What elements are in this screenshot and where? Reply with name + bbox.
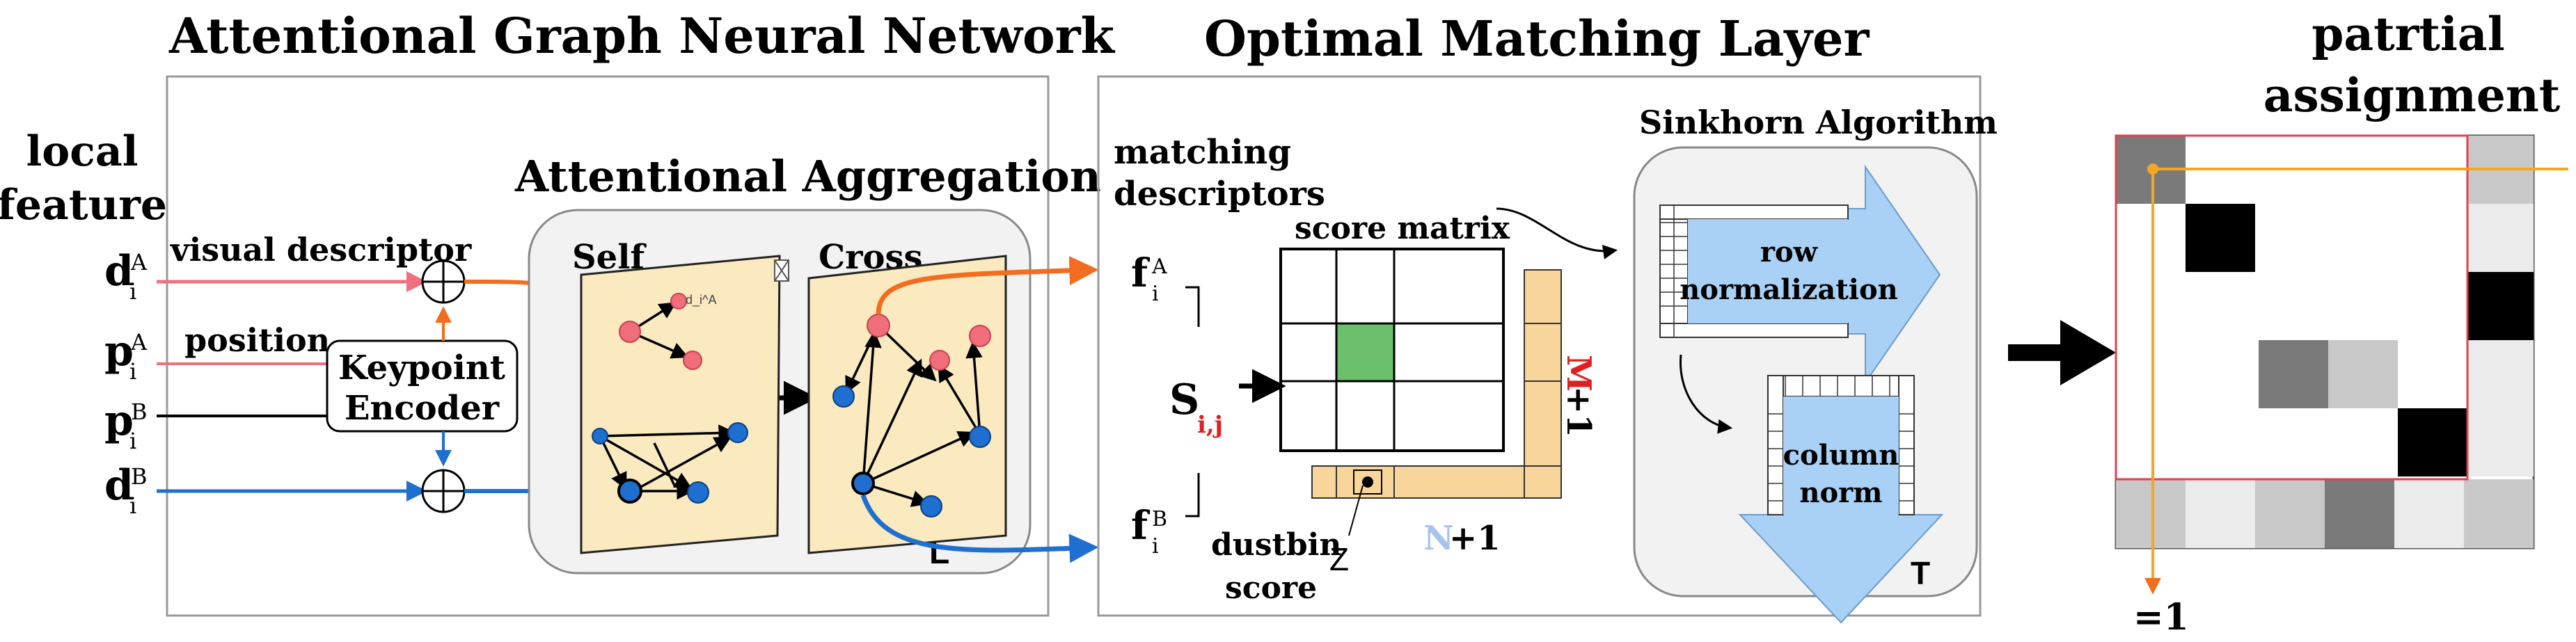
input-d-a: d A i — [104, 247, 148, 305]
input-p-a-base: p — [104, 327, 134, 376]
input-p-b: p B i — [104, 396, 148, 454]
position-label: position — [184, 321, 330, 359]
bracket-bottom — [1185, 473, 1200, 517]
input-d-a-base: d — [104, 247, 134, 296]
input-d-a-sub: i — [129, 278, 136, 305]
m-label: M — [1559, 355, 1598, 392]
input-d-b-base: d — [104, 461, 134, 510]
sum-label: =1 — [2133, 596, 2189, 639]
keypoint-encoder-label-line1: Keypoint — [338, 348, 505, 387]
cross-graph — [832, 314, 991, 517]
n-suffix: +1 — [1449, 519, 1501, 558]
row-normalization-arrow — [1659, 164, 1941, 385]
row-normalization-line1: row — [1760, 236, 1819, 268]
visual-descriptor-label: visual descriptor — [170, 231, 472, 268]
matching-title: Optimal Matching Layer — [1204, 10, 1870, 67]
f-top-sup: A — [1151, 255, 1167, 279]
input-p-b-sub: i — [129, 428, 136, 454]
column-norm-line1: column — [1783, 439, 1899, 472]
gnn-box — [166, 75, 1050, 617]
f-bottom: f B i — [1131, 503, 1167, 559]
gnn-title: Attentional Graph Neural Network — [168, 7, 1116, 65]
keypoint-encoder-label-line2: Encoder — [345, 389, 500, 428]
z-label: Z — [1329, 541, 1349, 577]
node-annotation: d_i^A — [686, 293, 716, 307]
f-bottom-base: f — [1131, 503, 1151, 549]
matching-descriptors-line2: descriptors — [1114, 175, 1325, 214]
output-title-line2: assignment — [2263, 68, 2561, 122]
input-p-b-base: p — [104, 396, 134, 445]
input-d-b-sup: B — [131, 463, 148, 490]
score-matrix-label: score matrix — [1295, 211, 1510, 246]
input-d-b-sub: i — [129, 492, 136, 519]
dustbin-column — [1311, 269, 1562, 499]
local-feature-heading-line2: feature — [0, 181, 167, 230]
row-to-column-arrow — [1679, 354, 1733, 434]
input-p-a-sub: i — [129, 358, 136, 385]
row-normalization-line2: normalization — [1680, 273, 1898, 306]
blue-output-arrow — [860, 494, 1099, 563]
dustbin-label-line2: score — [1225, 570, 1317, 606]
iterations-label: T — [1911, 555, 1930, 591]
input-p-a-sup: A — [130, 329, 148, 355]
column-norm-line2: norm — [1799, 476, 1882, 509]
bracket-top — [1185, 286, 1200, 327]
dustbin-label-line1: dustbin — [1211, 527, 1341, 563]
input-d-b: d B i — [104, 461, 148, 519]
f-bottom-sup: B — [1152, 507, 1167, 531]
orange-output-arrow — [876, 256, 1099, 315]
matching-box — [1097, 75, 1982, 617]
input-p-a: p A i — [104, 327, 148, 385]
to-output-arrow — [2008, 320, 2116, 385]
column-norm-arrow — [1738, 375, 1944, 624]
score-matrix-grid — [1279, 248, 1505, 452]
f-top-base: f — [1131, 250, 1151, 296]
input-d-a-sup: A — [130, 249, 148, 275]
f-top-sub: i — [1152, 282, 1159, 306]
matching-descriptors-line1: matching — [1114, 133, 1291, 172]
add-node-bottom-icon — [421, 469, 466, 513]
f-top: f A i — [1131, 250, 1167, 306]
s-sub: i,j — [1197, 411, 1223, 439]
assignment-matrix — [2115, 134, 2535, 549]
sinkhorn-title: Sinkhorn Algorithm — [1639, 104, 1998, 141]
aggregation-title: Attentional Aggregation — [514, 151, 1101, 202]
matrix-highlight-cell — [1336, 323, 1394, 381]
f-bottom-sub: i — [1152, 534, 1159, 559]
local-feature-heading-line1: local — [26, 127, 138, 176]
descriptors-to-sinkhorn-arrow — [1496, 207, 1618, 259]
m-suffix: +1 — [1559, 386, 1598, 438]
swap-glyph-icon — [774, 259, 789, 282]
z-marker — [1348, 470, 1382, 536]
n-label: N — [1423, 519, 1454, 558]
add-node-top-icon — [421, 259, 466, 304]
s-base: S — [1169, 376, 1199, 424]
input-p-b-sup: B — [131, 399, 148, 425]
keypoint-encoder-box — [326, 339, 519, 433]
sum-origin-dot — [2147, 163, 2158, 175]
output-title-line1: patrtial — [2312, 7, 2505, 61]
self-graph — [592, 293, 748, 504]
